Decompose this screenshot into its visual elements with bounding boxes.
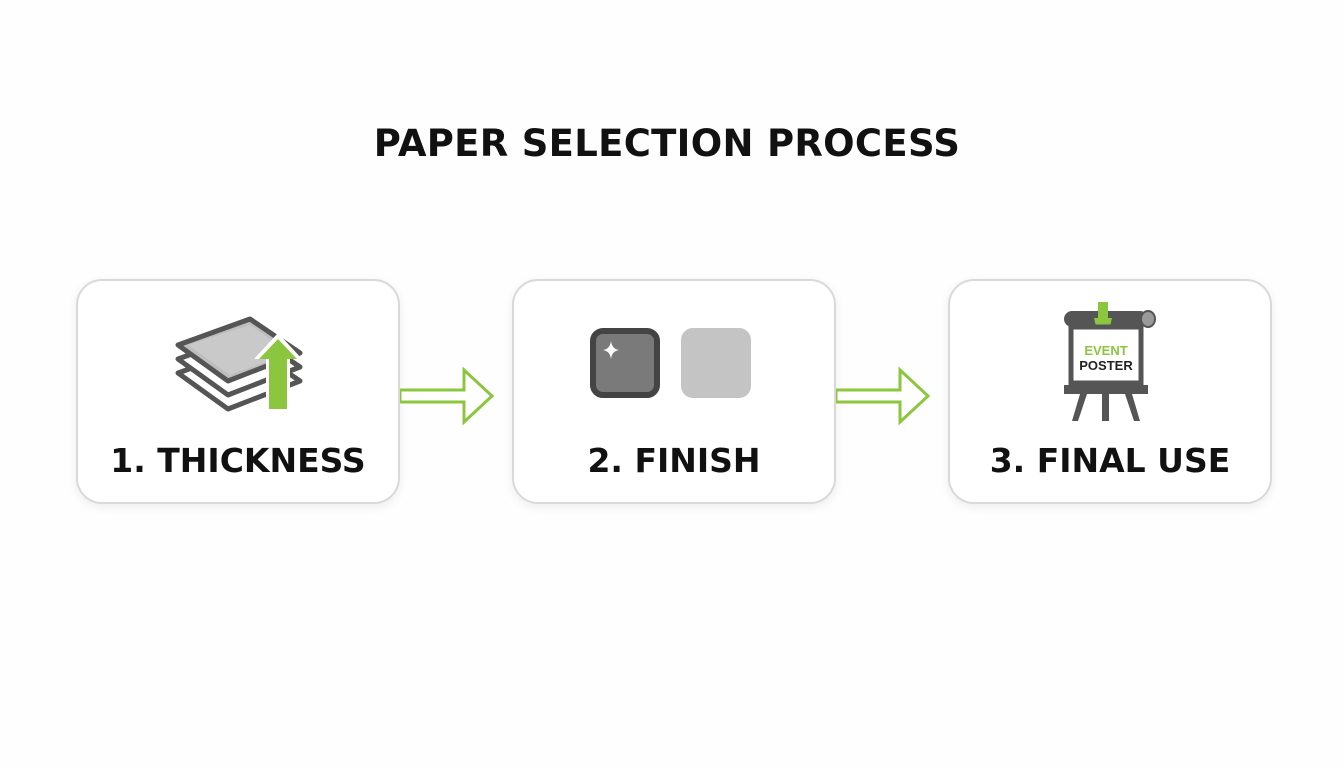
poster-text-line2: POSTER bbox=[1079, 358, 1133, 373]
poster-easel-icon: EVENT POSTER bbox=[950, 301, 1270, 426]
stacked-paper-up-arrow-icon bbox=[78, 301, 398, 426]
step-card-thickness: 1. THICKNESS bbox=[76, 279, 400, 504]
step-card-final-use: EVENT POSTER 3. FINAL USE bbox=[948, 279, 1272, 504]
poster-text-line1: EVENT bbox=[1084, 343, 1127, 358]
step-card-finish: 2. FINISH bbox=[512, 279, 836, 504]
flow-arrow-1 bbox=[398, 366, 496, 426]
flow-arrow-2 bbox=[834, 366, 932, 426]
step-label: 3. FINAL USE bbox=[989, 441, 1231, 480]
paper-finish-swatches-icon bbox=[514, 301, 834, 426]
step-label: 1. THICKNESS bbox=[110, 441, 366, 480]
step-label: 2. FINISH bbox=[587, 441, 761, 480]
diagram-title: PAPER SELECTION PROCESS bbox=[373, 122, 961, 165]
